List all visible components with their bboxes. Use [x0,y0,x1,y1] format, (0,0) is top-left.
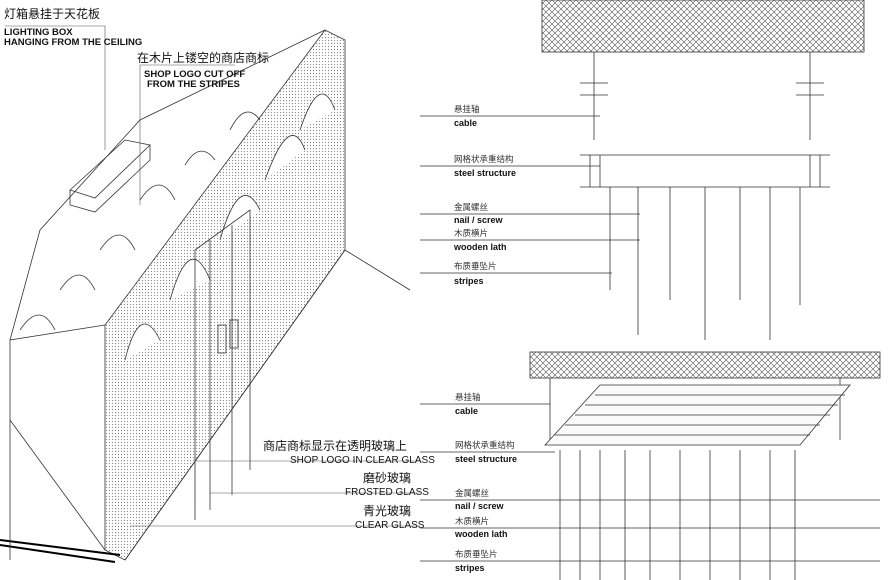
top-lath-cn: 木质横片 [454,229,489,239]
shop-logo-cut-label-en-2: FROM THE STRIPES [147,79,240,90]
top-steel-en: steel structure [454,168,517,178]
bottom-stripes-en: stripes [455,563,485,573]
logo-glass-label-cn: 商店商标显示在透明玻璃上 [263,439,408,453]
top-nail-cn: 金属螺丝 [454,203,489,213]
clear-glass-label-cn: 青光玻璃 [363,504,412,518]
shop-logo-cut-label-en: SHOP LOGO CUT OFF [144,69,246,80]
bottom-steel-cn: 网格状承重结构 [455,441,515,451]
lighting-box-label-cn: 灯箱悬挂于天花板 [4,7,101,21]
clear-glass-label-en: CLEAR GLASS [355,520,425,531]
bottom-nail-en: nail / screw [455,501,504,511]
bottom-lath-cn: 木质横片 [455,517,490,527]
shop-logo-cut-label-cn: 在木片上镂空的商店商标 [137,51,270,65]
top-stripes-en: stripes [454,276,484,286]
logo-glass-label-en: SHOP LOGO IN CLEAR GLASS [290,455,435,466]
bottom-steel-en: steel structure [455,454,518,464]
bottom-stripes-cn: 布质垂坠片 [455,550,498,560]
lighting-box-label-en-2: HANGING FROM THE CEILING [4,37,143,48]
bottom-cable-cn: 悬挂轴 [455,393,481,403]
bottom-cable-en: cable [455,406,479,416]
top-lath-en: wooden lath [454,242,507,252]
leader-lines [5,25,420,527]
top-cable-en: cable [454,118,478,128]
bottom-lath-en: wooden lath [455,529,508,539]
lighting-box-label-en: LIGHTING BOX [4,27,73,38]
top-nail-en: nail / screw [454,215,503,225]
frosted-glass-label-cn: 磨砂玻璃 [363,471,412,485]
top-stripes-cn: 布质垂坠片 [454,262,497,272]
bottom-nail-cn: 金属螺丝 [455,489,490,499]
top-cable-cn: 悬挂轴 [454,105,480,115]
detail-bottom-section [420,351,881,580]
isometric-shopfront [0,29,411,563]
detail-top-section [420,0,865,340]
frosted-glass-label-en: FROSTED GLASS [345,487,429,498]
top-steel-cn: 网格状承重结构 [454,155,514,165]
